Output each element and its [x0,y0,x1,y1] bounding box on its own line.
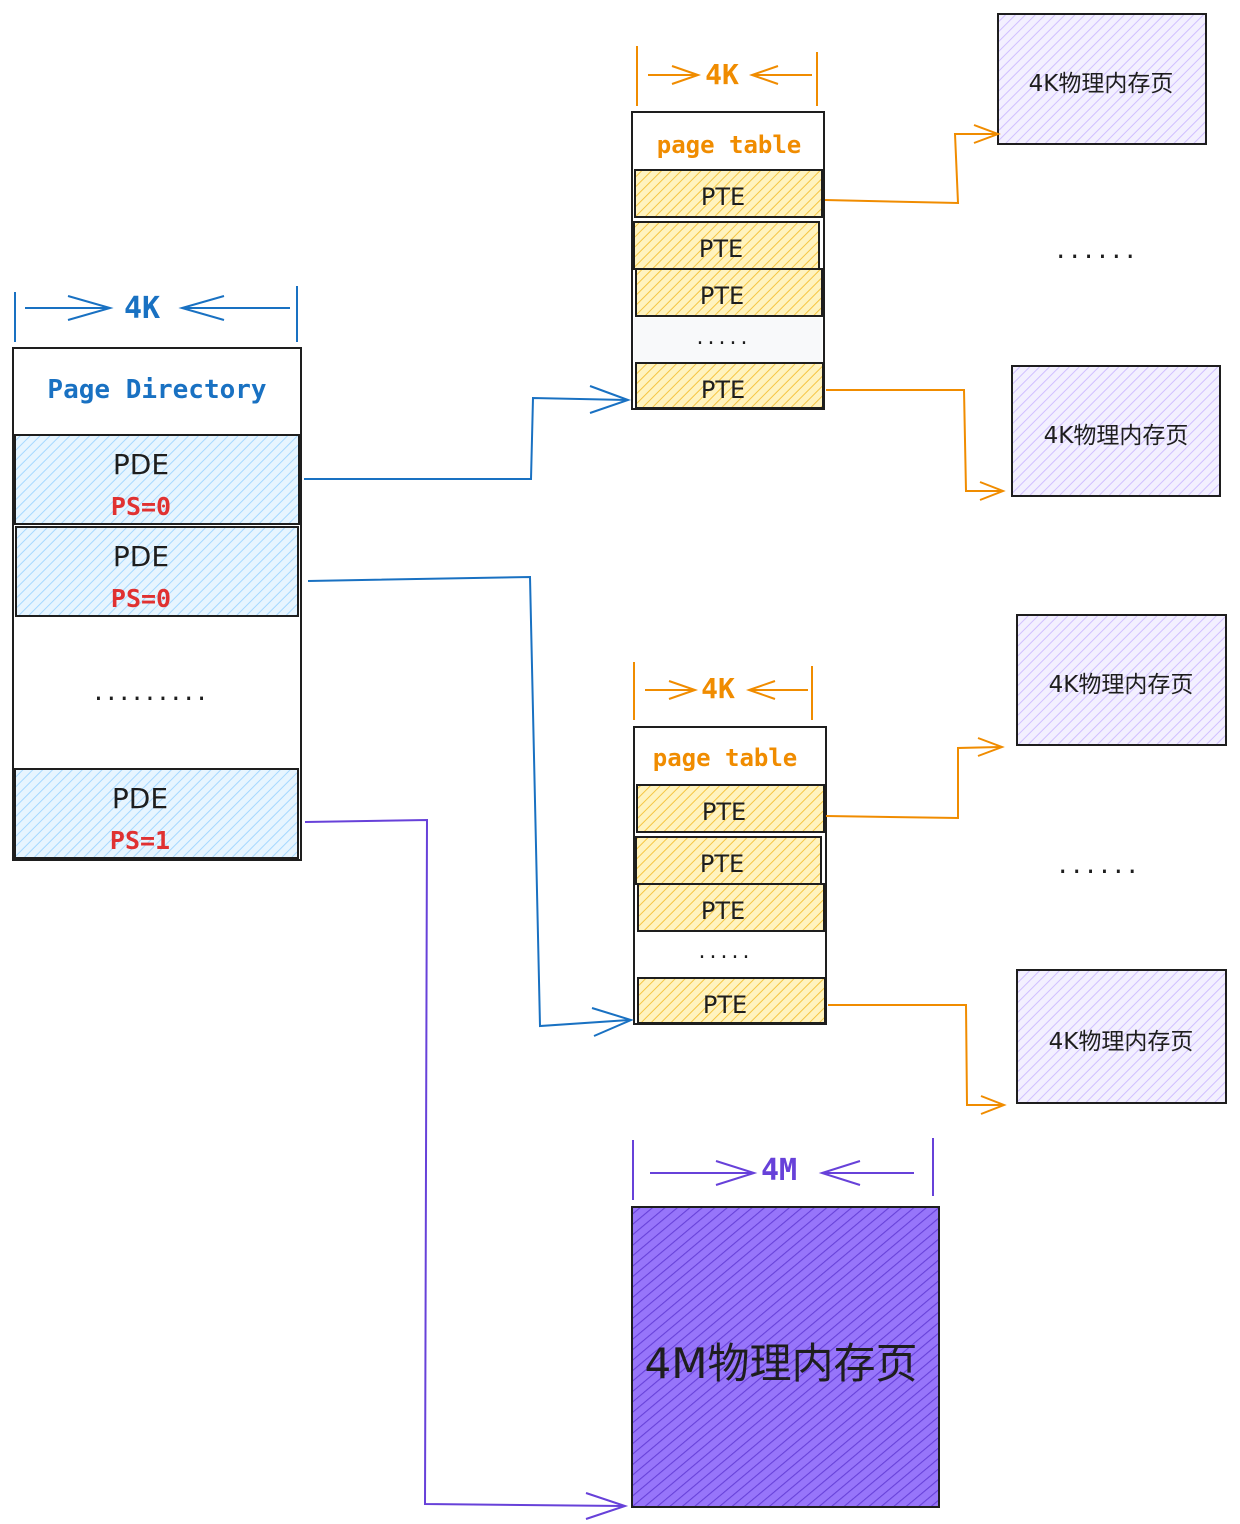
pte-entry: PTE [637,977,826,1024]
pte-to-page-arrow [825,737,1005,820]
pte-entry: PTE [635,836,822,885]
large-page-width-marker [632,1138,934,1200]
pde-to-large-page-arrow [304,818,629,1520]
physical-page: 4K物理内存页 [997,13,1207,145]
page-table-title: page table [657,131,802,159]
pte-label: PTE [699,235,743,263]
pde-label: PDE [113,540,169,573]
pte-ellipsis: ..... [699,939,754,964]
page-directory-title: Page Directory [47,375,266,405]
pte-entry: PTE [635,268,823,317]
pte-label: PTE [701,183,745,211]
pte-ellipsis: ..... [697,325,752,350]
page-directory-width-marker [14,286,298,342]
large-page-width-label: 4M [761,1153,797,1188]
large-page-box [631,1206,940,1508]
pde-ellipsis: ......... [94,674,210,707]
page-table-width-label: 4K [701,672,735,705]
physical-page-label: 4K物理内存页 [1044,423,1189,449]
page-directory-box [12,347,302,861]
pde-entry: PDE PS=1 [14,768,299,859]
pte-label: PTE [701,897,745,925]
page-table-width-marker [636,46,818,106]
page-table-width-marker [633,662,813,720]
physical-page: 4K物理内存页 [1011,365,1221,497]
physical-page-label: 4K物理内存页 [1049,1029,1194,1055]
pte-gap [634,318,822,362]
pte-entry: PTE [633,221,820,270]
pde-label: PDE [113,448,169,481]
ps-flag: PS=0 [111,492,171,521]
pde-to-page-table-arrow [304,385,631,480]
pte-entry: PTE [637,883,825,932]
pde-label: PDE [112,782,168,815]
pde-entry: PDE PS=0 [14,434,300,525]
page-directory-width-label: 4K [124,291,160,326]
physical-page: 4K物理内存页 [1016,614,1227,746]
pte-entry: PTE [636,784,825,833]
page-table-title: page table [653,744,798,772]
pte-label: PTE [700,282,744,310]
physical-page-label: 4K物理内存页 [1049,672,1194,698]
large-page-label: 4M物理内存页 [645,1339,918,1388]
physical-page: 4K物理内存页 [1016,969,1227,1104]
pte-label: PTE [702,798,746,826]
large-page: 4M 4M物理内存页 [631,1138,940,1508]
pte-label: PTE [701,376,745,404]
ps-flag: PS=1 [110,826,170,855]
pte-to-page-arrow [826,389,1006,501]
pte-entry: PTE [634,169,823,218]
physical-page-label: 4K物理内存页 [1029,71,1174,97]
page-table-width-label: 4K [705,58,739,91]
ps-flag: PS=0 [111,584,171,613]
pte-entry: PTE [635,362,824,409]
pte-label: PTE [703,991,747,1019]
page-directory: 4K Page Directory PDE PS=0 PDE PS=0 ....… [12,286,302,861]
pte-to-page-arrow [824,124,1001,205]
pde-to-page-table-arrow [307,575,634,1037]
pte-to-page-arrow [828,1004,1007,1115]
pte-label: PTE [700,850,744,878]
physical-page-ellipsis: ...... [1058,847,1141,880]
physical-page-ellipsis: ...... [1056,232,1139,265]
pde-entry: PDE PS=0 [15,526,299,617]
page-table: 4K page table PTE PTE PTE ..... PTE [631,46,825,410]
page-table: 4K page table PTE PTE PTE ..... PTE [633,662,827,1025]
